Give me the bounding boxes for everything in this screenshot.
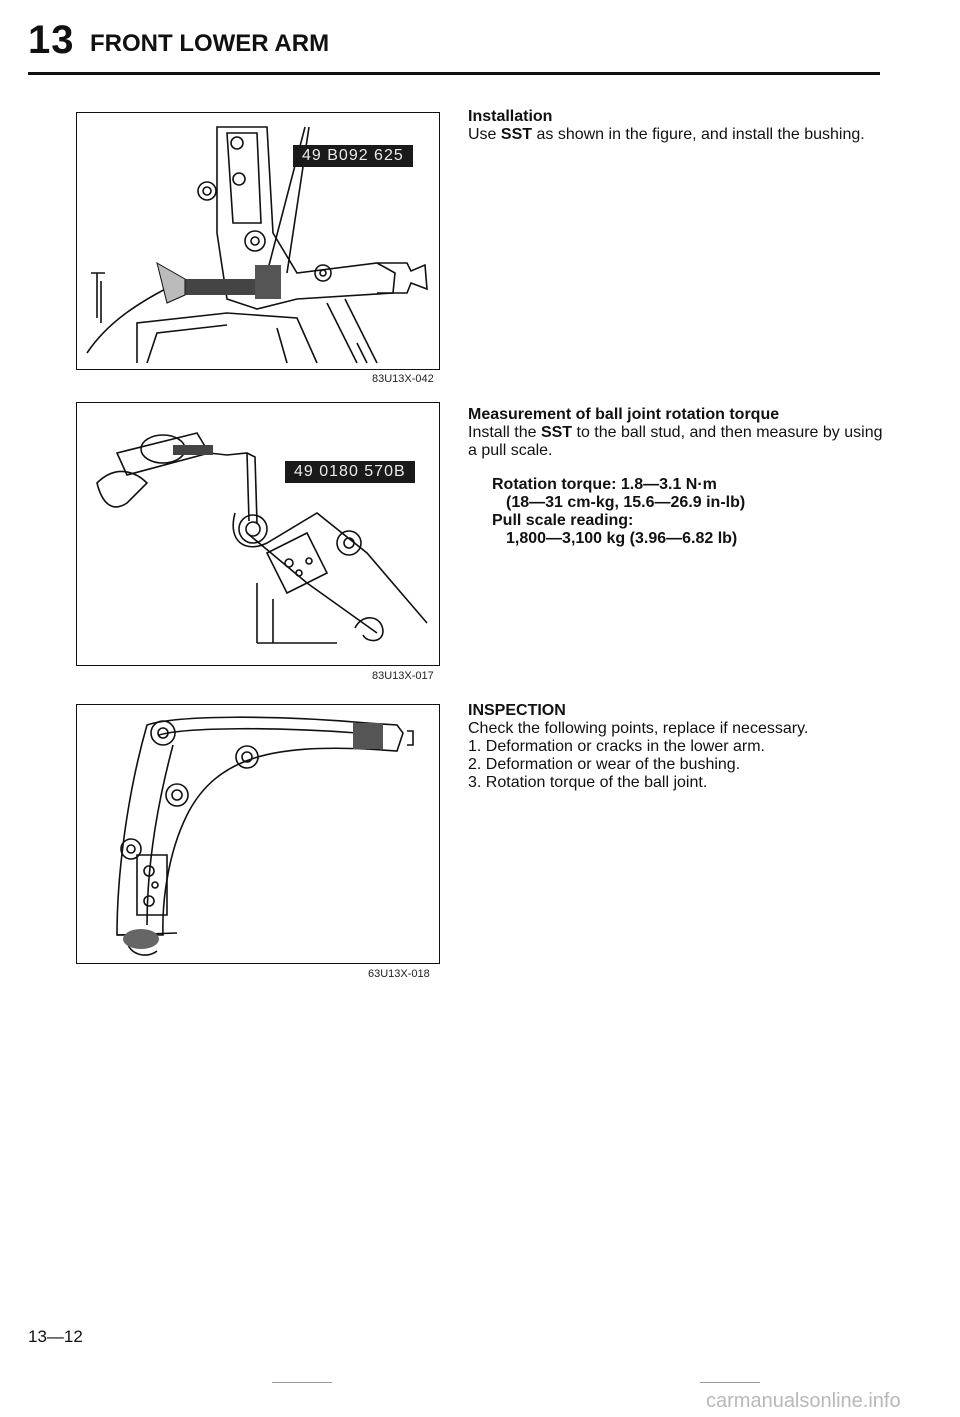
inspection-item: 2. Deformation or wear of the bushing. — [468, 756, 741, 773]
pull-scale-spec: 1,800—3,100 kg (3.96—6.82 lb) — [506, 530, 738, 547]
figure-caption: 83U13X-017 — [372, 670, 434, 682]
figure-caption: 83U13X-042 — [372, 373, 434, 385]
rotation-torque-spec: Rotation torque: 1.8—3.1 N·m — [492, 476, 717, 493]
pull-scale-label: Pull scale reading: — [492, 512, 634, 529]
figure-bushing-install: 49 B092 625 — [76, 112, 440, 370]
figure-caption: 63U13X-018 — [368, 968, 430, 980]
header-rule — [28, 72, 880, 75]
rotation-torque-spec-alt: (18—31 cm-kg, 15.6—26.9 in-lb) — [506, 494, 746, 511]
measurement-heading: Measurement of ball joint rotation torqu… — [468, 406, 780, 423]
inspection-item: 3. Rotation torque of the ball joint. — [468, 774, 708, 791]
measurement-text: Install the SST to the ball stud, and th… — [468, 424, 883, 459]
inspection-item: 1. Deformation or cracks in the lower ar… — [468, 738, 765, 755]
installation-section: Installation Use SST as shown in the fig… — [468, 108, 888, 144]
inspection-intro: Check the following points, replace if n… — [468, 720, 809, 737]
chapter-number: 13 — [28, 18, 75, 62]
watermark: carmanualsonline.info — [706, 1390, 901, 1412]
figure-rotation-torque: 49 0180 570B — [76, 402, 440, 666]
rotation-torque-illustration — [96, 432, 428, 644]
spec-block: Rotation torque: 1.8—3.1 N·m (18—31 cm-k… — [492, 476, 888, 548]
sst-label: 49 B092 625 — [293, 145, 413, 167]
lower-arm-illustration — [116, 716, 414, 956]
figure-lower-arm-inspection — [76, 704, 440, 964]
chapter-title: FRONT LOWER ARM — [90, 30, 330, 57]
inspection-heading: INSPECTION — [468, 702, 566, 719]
installation-text: Use SST as shown in the figure, and inst… — [468, 126, 865, 143]
installation-heading: Installation — [468, 108, 553, 125]
page-number: 13—12 — [28, 1327, 83, 1346]
measurement-section: Measurement of ball joint rotation torqu… — [468, 406, 888, 548]
bushing-install-illustration — [86, 126, 428, 364]
footer-divider — [700, 1382, 760, 1383]
inspection-section: INSPECTION Check the following points, r… — [468, 702, 888, 792]
sst-label: 49 0180 570B — [285, 461, 415, 483]
footer-divider — [272, 1382, 332, 1383]
